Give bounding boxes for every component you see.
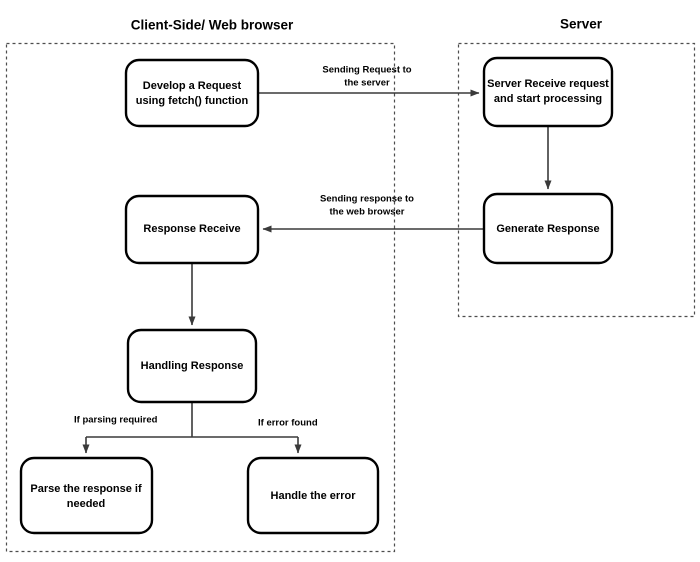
edge-label-if-parsing-required: If parsing required	[74, 415, 158, 426]
node-handle-error-shape[interactable]	[246, 456, 380, 535]
lane-title-server: Server	[560, 17, 603, 32]
node-handle-error[interactable]: Handle the error	[246, 456, 380, 535]
node-handling-response[interactable]: Handling Response	[126, 328, 258, 404]
node-response-receive[interactable]: Response Receive	[124, 194, 260, 265]
lane-container-client	[5, 42, 396, 553]
edge-label-request-to-server-line1: Sending Request to	[322, 65, 411, 76]
lane-title-client: Client-Side/ Web browser	[131, 18, 294, 33]
node-generate-response-line1: Generate Response	[496, 223, 599, 235]
node-server-receive[interactable]: Server Receive request and start process…	[482, 56, 614, 128]
node-develop-request-line1: Develop a Request	[143, 80, 242, 92]
edge-label-response-to-browser-line2: the web browser	[330, 207, 405, 218]
node-develop-request[interactable]: Develop a Request using fetch() function	[124, 58, 260, 128]
node-parse-response-line2: needed	[67, 498, 106, 510]
node-response-receive-shape[interactable]	[124, 194, 260, 265]
edge-label-request-to-server-line2: the server	[344, 78, 390, 89]
node-handling-response-shape[interactable]	[126, 328, 258, 404]
lane-container-server	[457, 42, 696, 318]
node-handle-error-line1: Handle the error	[271, 490, 357, 502]
node-response-receive-line1: Response Receive	[143, 223, 240, 235]
node-develop-request-shape[interactable]	[124, 58, 260, 128]
node-server-receive-line2: and start processing	[494, 93, 602, 105]
node-parse-response[interactable]: Parse the response if needed	[19, 456, 154, 535]
node-generate-response-shape[interactable]	[482, 192, 614, 265]
node-develop-request-line2: using fetch() function	[136, 95, 249, 107]
node-server-receive-line1: Server Receive request	[487, 78, 609, 90]
node-server-receive-shape[interactable]	[482, 56, 614, 128]
edge-label-if-error-found: If error found	[258, 418, 318, 429]
node-handling-response-line1: Handling Response	[141, 360, 244, 372]
node-parse-response-line1: Parse the response if	[30, 483, 142, 495]
edge-label-response-to-browser-line1: Sending response to	[320, 194, 414, 205]
node-generate-response[interactable]: Generate Response	[482, 192, 614, 265]
node-parse-response-shape[interactable]	[19, 456, 154, 535]
